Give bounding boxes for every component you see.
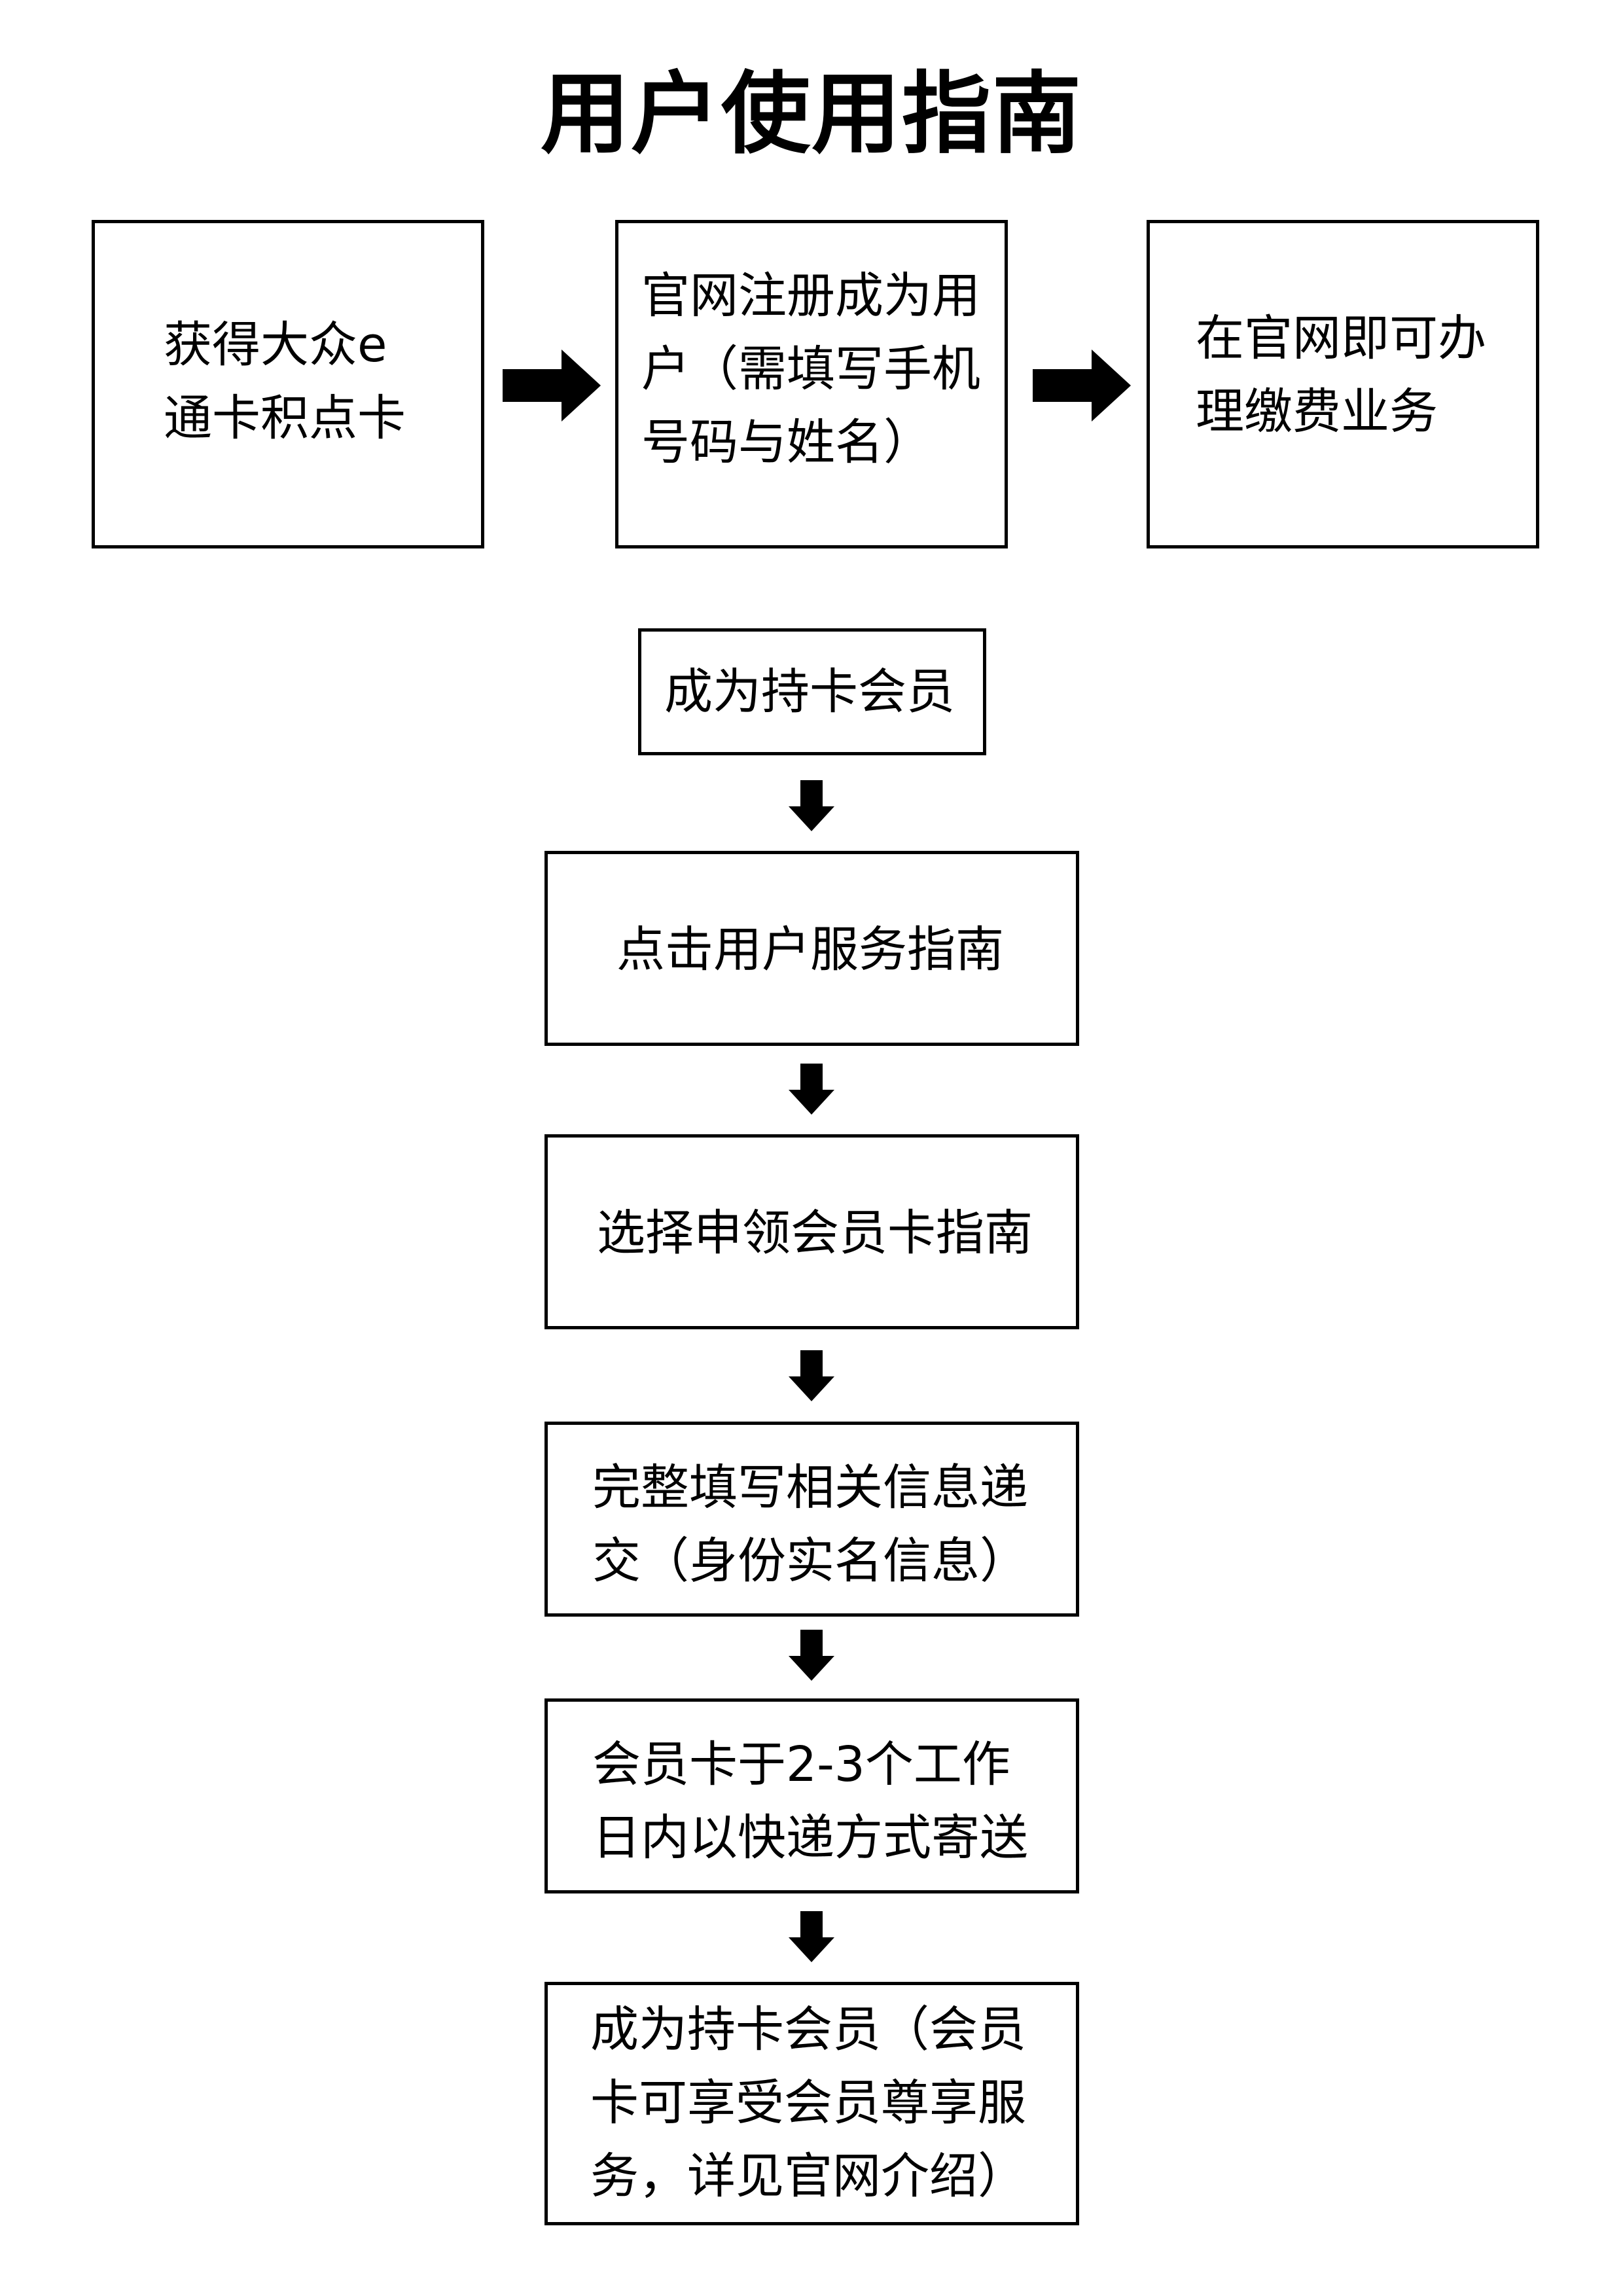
step-select-card-guide-text: 选择申领会员卡指南 bbox=[597, 1205, 1033, 1261]
down-arrow-icon bbox=[789, 1064, 834, 1115]
right-arrow-icon bbox=[1033, 350, 1131, 422]
step-get-card-box: 获得大众e 通卡积点卡 bbox=[92, 220, 484, 548]
step-click-guide-text: 点击用户服务指南 bbox=[616, 922, 1004, 978]
down-arrow-icon bbox=[789, 1630, 834, 1681]
step-pay-box: 在官网即可办 理缴费业务 bbox=[1147, 220, 1539, 548]
step-register-text: 官网注册成为用 户（需填写手机 号码与姓名） bbox=[641, 268, 980, 471]
step-member-benefits-box: 成为持卡会员（会员 卡可享受会员尊享服 务，详见官网介绍） bbox=[544, 1982, 1079, 2225]
step-click-guide-box: 点击用户服务指南 bbox=[544, 851, 1079, 1046]
down-arrow-icon bbox=[789, 1911, 834, 1962]
down-arrow-icon bbox=[789, 1350, 834, 1401]
step-member-benefits-text: 成为持卡会员（会员 卡可享受会员尊享服 务，详见官网介绍） bbox=[590, 2001, 1026, 2204]
down-arrow-icon bbox=[789, 780, 834, 831]
step-pay-text: 在官网即可办 理缴费业务 bbox=[1196, 310, 1486, 440]
step-register-box: 官网注册成为用 户（需填写手机 号码与姓名） bbox=[615, 220, 1008, 548]
step-card-delivery-text: 会员卡于2-3个工作 日内以快递方式寄送 bbox=[592, 1736, 1028, 1866]
step-become-member-text: 成为持卡会员 bbox=[664, 664, 955, 720]
step-select-card-guide-box: 选择申领会员卡指南 bbox=[544, 1134, 1079, 1329]
step-fill-info-text: 完整填写相关信息递 交（身份实名信息） bbox=[592, 1460, 1028, 1589]
step-become-member-box: 成为持卡会员 bbox=[638, 628, 986, 755]
step-card-delivery-box: 会员卡于2-3个工作 日内以快递方式寄送 bbox=[544, 1698, 1079, 1893]
right-arrow-icon bbox=[503, 350, 601, 422]
step-fill-info-box: 完整填写相关信息递 交（身份实名信息） bbox=[544, 1422, 1079, 1617]
step-get-card-text: 获得大众e 通卡积点卡 bbox=[164, 317, 406, 446]
page-title: 用户使用指南 bbox=[541, 63, 1082, 166]
